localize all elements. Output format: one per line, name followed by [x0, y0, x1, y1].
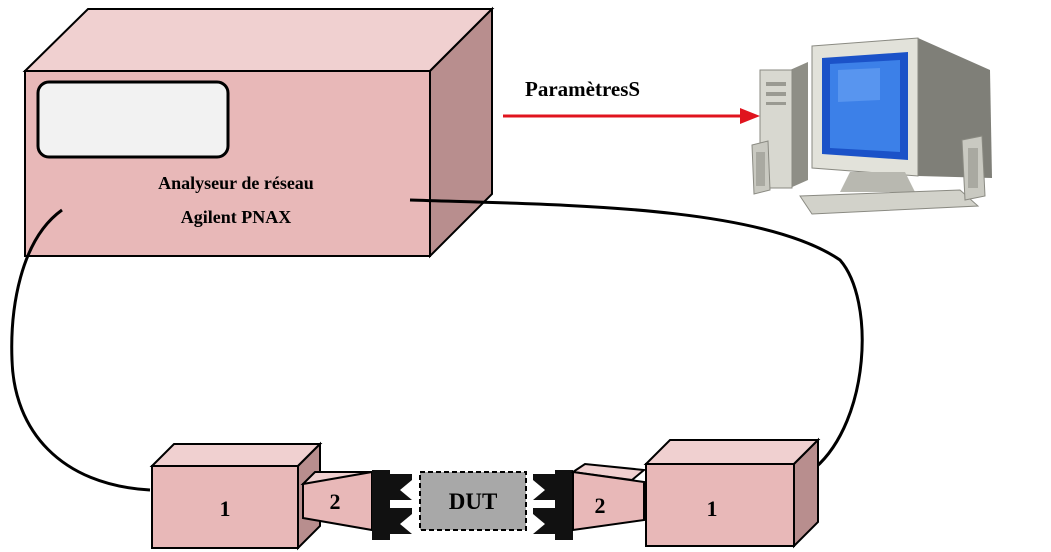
right-connector: [533, 470, 573, 540]
right-taper-label: 2: [595, 493, 606, 518]
left-test-module: 1: [149, 441, 323, 551]
right-module-front: [645, 463, 795, 547]
left-connector: [372, 470, 412, 540]
analyzer-label-line1: Analyseur de réseau: [158, 173, 314, 193]
left-module-front: [151, 465, 299, 549]
left-taper-label: 2: [330, 489, 341, 514]
analyzer-screen: [36, 80, 230, 159]
cable-right: [409, 198, 864, 470]
left-taper: 2: [300, 470, 375, 532]
s-parameters-label: ParamètresS: [525, 77, 640, 101]
dut-block: DUT: [419, 471, 527, 531]
cable-left: [10, 208, 151, 492]
analyzer-label-line2: Agilent PNAX: [181, 207, 292, 227]
left-module-top: [149, 443, 323, 467]
right-module-top: [643, 439, 821, 465]
desktop-computer-icon: [751, 37, 992, 215]
right-taper: 2: [570, 462, 647, 532]
left-module-label: 1: [220, 496, 231, 521]
right-module-label: 1: [707, 496, 718, 521]
right-test-module: 1: [643, 437, 821, 549]
analyzer-top-face: [22, 8, 495, 72]
dut-label: DUT: [449, 489, 498, 514]
network-analyzer: Analyseur de réseau Agilent PNAX: [22, 6, 495, 259]
output-arrow: [503, 108, 760, 124]
